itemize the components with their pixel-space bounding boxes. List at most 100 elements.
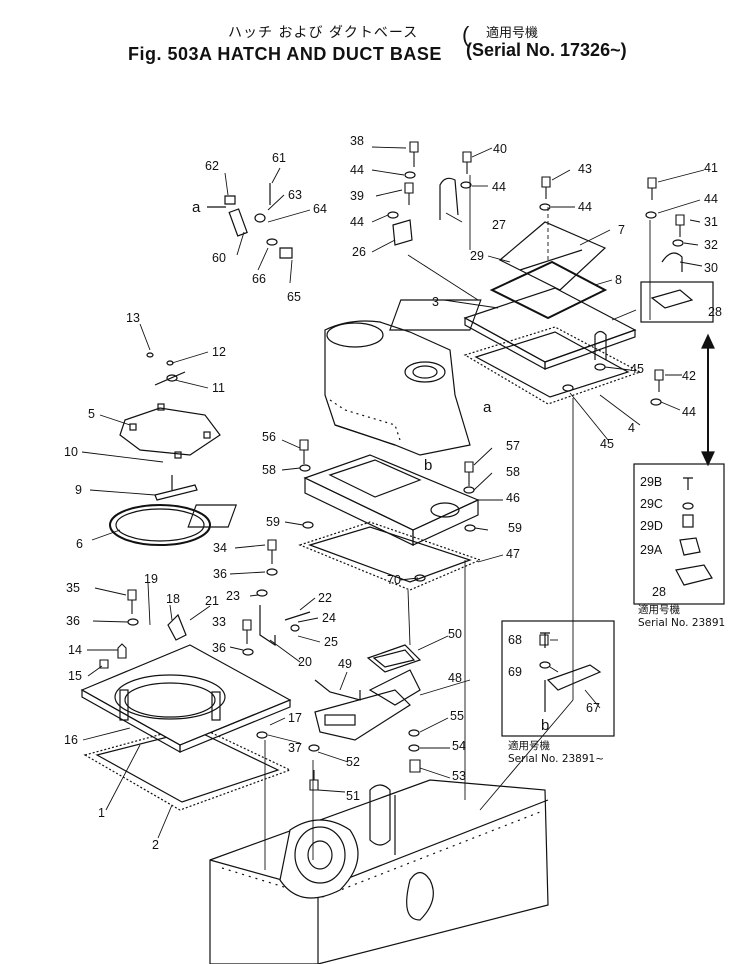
title-applicable-jp: 適用号機	[486, 25, 539, 40]
handle-45	[594, 330, 607, 360]
title-japanese: ハッチ および ダクトベース	[228, 25, 419, 41]
plate-3	[389, 287, 637, 371]
inset-box-29	[633, 463, 725, 605]
callout-44d: 44	[578, 200, 592, 214]
callout-62: 62	[205, 159, 219, 173]
bracket-28-upper	[650, 289, 694, 309]
callout-45a: 45	[630, 362, 644, 376]
callout-29c: 29C	[640, 497, 663, 511]
hatch-tower	[324, 320, 471, 456]
callout-69: 69	[508, 665, 522, 679]
callout-4: 4	[628, 421, 635, 435]
ref-a-right: a	[483, 399, 492, 416]
callout-66: 66	[252, 272, 266, 286]
callout-32: 32	[704, 238, 718, 252]
callout-35: 35	[66, 581, 80, 595]
inset-67-note-jp: 適用号機	[508, 740, 550, 752]
callout-59b: 59	[508, 521, 522, 535]
callout-37: 37	[288, 741, 302, 755]
callout-27: 27	[492, 218, 506, 232]
gasket-6	[109, 504, 211, 546]
callout-30: 30	[704, 261, 718, 275]
callout-50: 50	[448, 627, 462, 641]
callout-38: 38	[350, 134, 364, 148]
callout-39: 39	[350, 189, 364, 203]
callout-34: 34	[213, 541, 227, 555]
callout-44a: 44	[350, 163, 364, 177]
callout-3: 3	[432, 295, 439, 309]
callout-55: 55	[450, 709, 464, 723]
frame-50	[366, 644, 422, 673]
callout-23: 23	[226, 589, 240, 603]
callout-44e: 44	[704, 192, 718, 206]
inset-67-note: 適用号機 Serial No. 23891~	[508, 740, 604, 766]
callout-33: 33	[212, 615, 226, 629]
callout-46: 46	[506, 491, 520, 505]
callout-65: 65	[287, 290, 301, 304]
callout-52: 52	[346, 755, 360, 769]
callout-8: 8	[615, 273, 622, 287]
callout-56: 56	[262, 430, 276, 444]
hatch-plate-1	[80, 644, 292, 754]
callout-43: 43	[578, 162, 592, 176]
cover-5	[119, 403, 221, 459]
callout-17: 17	[288, 711, 302, 725]
callout-18: 18	[166, 592, 180, 606]
callout-12: 12	[212, 345, 226, 359]
callout-45b: 45	[600, 437, 614, 451]
title-paren: (	[462, 22, 470, 47]
inset-67-note-serial: Serial No. 23891~	[508, 753, 605, 765]
double-arrow	[701, 333, 715, 467]
callout-13: 13	[126, 311, 140, 325]
callout-2: 2	[152, 838, 159, 852]
callout-28-inset: 28	[652, 585, 666, 599]
callout-5: 5	[88, 407, 95, 421]
callout-22: 22	[318, 591, 332, 605]
callout-58a: 58	[262, 463, 276, 477]
inset-29-note-serial: Serial No. 23891	[638, 617, 726, 629]
base-frame	[209, 779, 549, 964]
bracket-26	[392, 219, 413, 246]
callout-42: 42	[682, 369, 696, 383]
callout-7: 7	[618, 223, 625, 237]
callout-53: 53	[452, 769, 466, 783]
duct-48	[314, 669, 421, 741]
callout-10: 10	[64, 445, 78, 459]
callout-48: 48	[448, 671, 462, 685]
ref-a-left: a	[192, 199, 201, 216]
figure-title: Fig. 503A HATCH AND DUCT BASE	[128, 44, 442, 64]
gasket-8	[489, 260, 608, 320]
callout-21: 21	[205, 594, 219, 608]
inset-box-28	[640, 281, 714, 323]
seal-49	[314, 679, 361, 701]
handle-27	[439, 177, 459, 220]
gasket-2	[83, 724, 292, 811]
callout-31: 31	[704, 215, 718, 229]
callout-64: 64	[313, 202, 327, 216]
callout-54: 54	[452, 739, 466, 753]
callout-57: 57	[506, 439, 520, 453]
callout-51: 51	[346, 789, 360, 803]
callout-36b: 36	[212, 641, 226, 655]
callout-29d: 29D	[640, 519, 663, 533]
callout-36c: 36	[66, 614, 80, 628]
callout-60: 60	[212, 251, 226, 265]
bracket-group-18-25	[167, 589, 311, 647]
callout-9: 9	[75, 483, 82, 497]
title-serial: (Serial No. 17326~)	[466, 40, 627, 60]
callout-61: 61	[272, 151, 286, 165]
callout-40: 40	[493, 142, 507, 156]
ref-b-lower: b	[541, 717, 549, 734]
callout-68: 68	[508, 633, 522, 647]
callout-15: 15	[68, 669, 82, 683]
callout-16: 16	[64, 733, 78, 747]
callout-36a: 36	[213, 567, 227, 581]
callout-47: 47	[506, 547, 520, 561]
callout-44f: 44	[682, 405, 696, 419]
callout-70: 70	[387, 573, 401, 587]
callout-24: 24	[322, 611, 336, 625]
callout-63: 63	[288, 188, 302, 202]
callout-44c: 44	[492, 180, 506, 194]
